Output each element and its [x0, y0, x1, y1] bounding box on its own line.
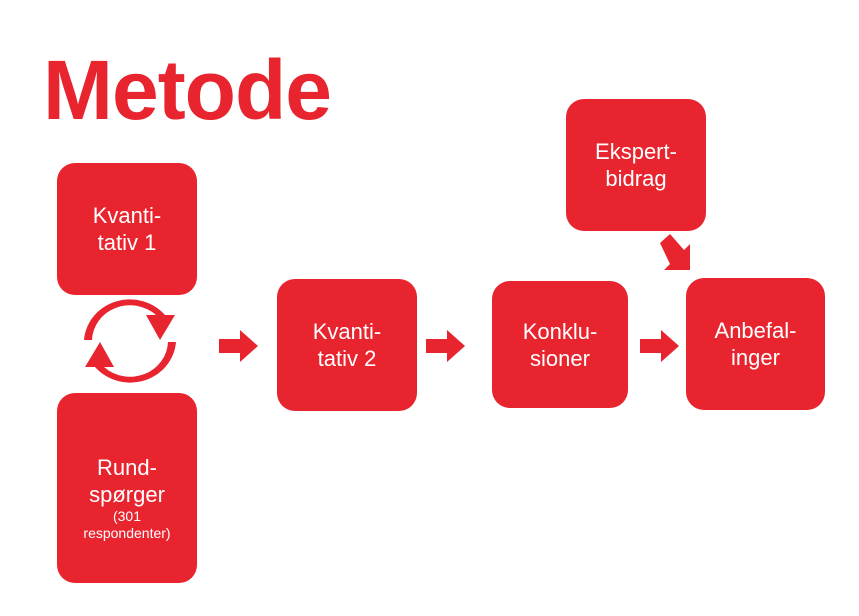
node-label: inger: [731, 345, 780, 370]
node-label: Ekspert-: [595, 139, 677, 164]
node-label: Anbefal-: [714, 318, 797, 343]
node-kvantitativ-1: Kvanti- tativ 1: [57, 163, 197, 295]
node-ekspertbidrag: Ekspert- bidrag: [566, 99, 706, 231]
node-label: Kvanti-: [312, 319, 382, 344]
node-sublabel: respondenter): [83, 525, 171, 541]
node-label: Kvanti-: [92, 203, 162, 228]
node-label: tativ 1: [97, 230, 157, 255]
arrow-right-icon: [219, 330, 679, 362]
page-title: Metode: [43, 43, 332, 137]
node-label: sioner: [530, 345, 590, 371]
node-label: tativ 2: [317, 346, 377, 371]
cycle-arrows-icon: [84, 299, 176, 383]
arrow-down-icon: [660, 234, 690, 270]
node-sublabel: (301: [112, 508, 142, 524]
node-label: bidrag: [605, 166, 667, 191]
node-kvantitativ-2: Kvanti- tativ 2: [277, 279, 417, 411]
node-konklusioner: Konklu- sioner: [492, 281, 628, 408]
node-rundsporger: Rund- spørger (301 respondenter): [57, 393, 197, 583]
node-label: spørger: [89, 482, 165, 507]
node-anbefalinger: Anbefal- inger: [686, 278, 825, 410]
node-label: Rund-: [97, 455, 157, 480]
node-label: Konklu-: [522, 318, 598, 344]
